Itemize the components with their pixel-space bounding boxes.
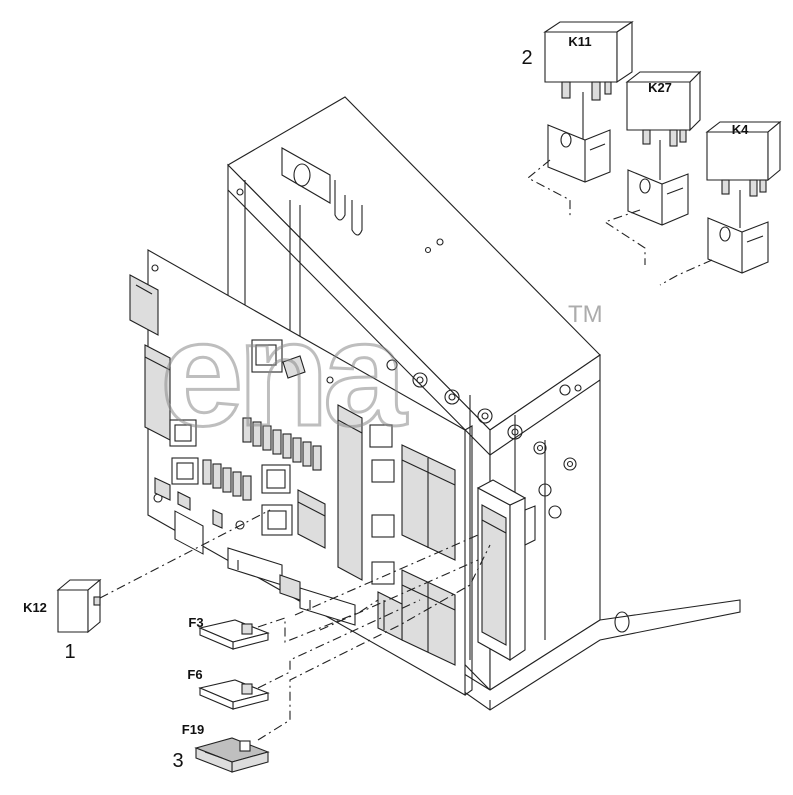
circuit-board bbox=[129, 249, 473, 696]
relay-k27-label: K27 bbox=[648, 80, 672, 95]
relay-k11: K11 bbox=[543, 20, 634, 101]
fuse-f6 bbox=[198, 679, 270, 710]
watermark-logo: ena bbox=[160, 289, 408, 457]
fuse-stack-center bbox=[337, 404, 363, 581]
relay-k27: K27 bbox=[625, 70, 702, 147]
relay-k27-socket bbox=[627, 169, 689, 226]
leader-f3 bbox=[257, 599, 379, 643]
terminal-blocks bbox=[401, 444, 456, 666]
relay-k12-label: K12 bbox=[23, 600, 47, 615]
relay-k11-label: K11 bbox=[568, 34, 591, 49]
fuse-row-lower bbox=[202, 459, 252, 501]
relay-k12 bbox=[56, 578, 102, 634]
leader-f19 bbox=[257, 544, 491, 741]
relay-k4-socket bbox=[707, 217, 769, 274]
fuse-f3-label: F3 bbox=[188, 615, 203, 630]
relay-k4: K4 bbox=[705, 120, 782, 197]
leader-f6 bbox=[257, 599, 421, 689]
leader-k27 bbox=[603, 209, 646, 265]
callout-1: 1 bbox=[64, 641, 75, 663]
relay-k4-label: K4 bbox=[732, 122, 749, 137]
fuse-f19-label: F19 bbox=[182, 722, 204, 737]
callout-2: 2 bbox=[521, 47, 532, 69]
fuse-f6-label: F6 bbox=[187, 667, 202, 682]
side-connector bbox=[476, 479, 536, 662]
fuse-f19 bbox=[194, 737, 270, 773]
fuse-row-upper bbox=[242, 417, 322, 471]
top-bracket bbox=[281, 147, 331, 204]
leader-k11 bbox=[527, 159, 571, 218]
leader-k4 bbox=[659, 259, 713, 286]
watermark-trademark: TM bbox=[568, 301, 603, 328]
relay-k11-socket bbox=[547, 124, 611, 183]
fuse-f3 bbox=[198, 619, 270, 650]
callout-3: 3 bbox=[172, 750, 183, 772]
leader-k12 bbox=[99, 509, 271, 599]
